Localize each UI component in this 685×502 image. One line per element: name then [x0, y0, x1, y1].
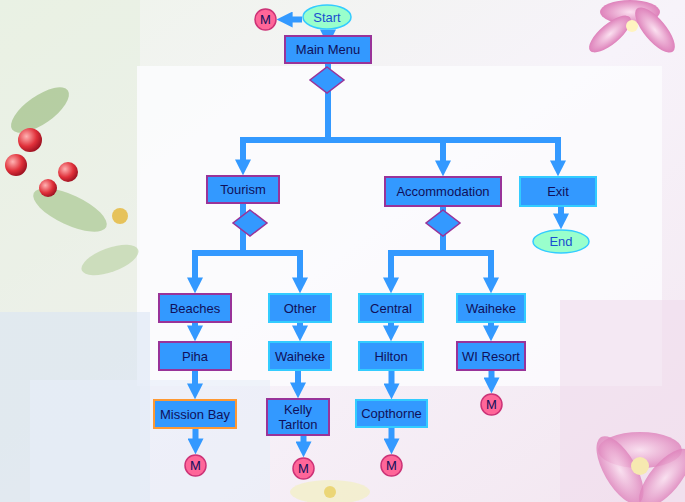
node-label: Central: [370, 301, 412, 316]
terminal-ellipse: Start: [302, 4, 352, 30]
menu-box: Other: [268, 293, 332, 323]
node-label: Piha: [182, 349, 208, 364]
petal: [290, 480, 370, 502]
connector-circle-shape: [185, 455, 206, 476]
node-label: Main Menu: [296, 42, 360, 57]
connector-circle: M: [380, 454, 403, 477]
berry: [18, 128, 42, 152]
terminal-shape: [303, 5, 351, 29]
flower: [587, 429, 685, 502]
connector-circle: M: [184, 454, 207, 477]
flower: [584, 0, 682, 59]
node-label: M: [190, 458, 201, 473]
flow-arrow: [193, 429, 199, 440]
menu-box: Tourism: [206, 175, 280, 204]
menu-box: Exit: [519, 176, 597, 207]
leaf: [27, 180, 112, 241]
flow-arrow: [291, 17, 302, 23]
flow-arrow: [389, 371, 395, 385]
petal: [584, 10, 637, 59]
flow-arrow: [489, 371, 495, 379]
petal: [629, 1, 682, 58]
flow-arrow: [301, 436, 307, 443]
node-label: Other: [284, 301, 317, 316]
connector-circle-shape: [381, 455, 402, 476]
node-label: End: [549, 234, 572, 249]
flow-arrow: [389, 428, 395, 440]
berry: [58, 162, 78, 182]
node-label: Accommodation: [396, 184, 489, 199]
node-label: Copthorne: [361, 406, 422, 421]
node-label: Tourism: [220, 182, 266, 197]
node-label: Waiheke: [275, 349, 325, 364]
flower-centre: [631, 457, 649, 475]
connector-circle-shape: [255, 9, 276, 30]
menu-box: Hilton: [358, 341, 424, 371]
menu-box: Main Menu: [284, 35, 372, 64]
node-label: M: [298, 461, 309, 476]
node-label: Beaches: [170, 301, 221, 316]
node-label: Waiheke: [466, 301, 516, 316]
terminal-ellipse: End: [532, 229, 590, 254]
node-label: M: [386, 458, 397, 473]
menu-box: Kelly Tarlton: [266, 398, 330, 436]
node-label: Exit: [547, 184, 569, 199]
node-label: Hilton: [374, 349, 407, 364]
menu-box: Waiheke: [268, 341, 332, 371]
menu-box: Accommodation: [384, 176, 502, 207]
node-label: M: [486, 397, 497, 412]
node-label: Kelly Tarlton: [268, 402, 328, 432]
node-label: M: [260, 12, 271, 27]
connector-circle: M: [480, 393, 503, 416]
menu-box: Central: [358, 293, 424, 323]
flow-arrow: [558, 207, 564, 215]
flow-arrow: [325, 30, 331, 31]
flow-arrow: [297, 323, 303, 327]
menu-box: Copthorne: [355, 399, 428, 428]
menu-box: Waiheke: [456, 293, 526, 323]
berry: [39, 179, 57, 197]
menu-box: Beaches: [158, 293, 232, 323]
connector-circle: M: [254, 8, 277, 31]
connector-circle: M: [292, 457, 315, 480]
berry: [5, 154, 27, 176]
flow-arrow: [328, 64, 443, 162]
flow-arrow: [388, 323, 394, 327]
menu-box: Mission Bay: [153, 399, 237, 429]
terminal-shape: [533, 230, 589, 253]
berry: [112, 208, 128, 224]
node-label: WI Resort: [462, 349, 520, 364]
flow-arrow: [192, 323, 198, 327]
flow-arrow: [195, 204, 243, 279]
flow-arrow: [328, 64, 558, 162]
berries: [5, 128, 128, 224]
menu-box: WI Resort: [456, 341, 526, 371]
light-panel: [30, 380, 270, 502]
decision-diamond: [310, 67, 344, 93]
leaf: [78, 238, 143, 281]
flow-arrow: [295, 371, 301, 384]
leaf: [4, 79, 76, 141]
node-label: Start: [313, 10, 340, 25]
flower-centre: [324, 486, 336, 498]
decision-diamond: [233, 210, 267, 236]
leaves: [4, 79, 142, 282]
menu-box: Piha: [158, 341, 232, 371]
flower-centre: [626, 20, 638, 32]
flower: [290, 480, 370, 502]
petal: [630, 441, 685, 502]
node-label: Mission Bay: [160, 407, 230, 422]
flow-arrow: [488, 323, 494, 327]
decision-diamond: [426, 210, 460, 236]
flow-arrow: [192, 371, 198, 385]
connector-circle-shape: [481, 394, 502, 415]
connector-circle-shape: [293, 458, 314, 479]
